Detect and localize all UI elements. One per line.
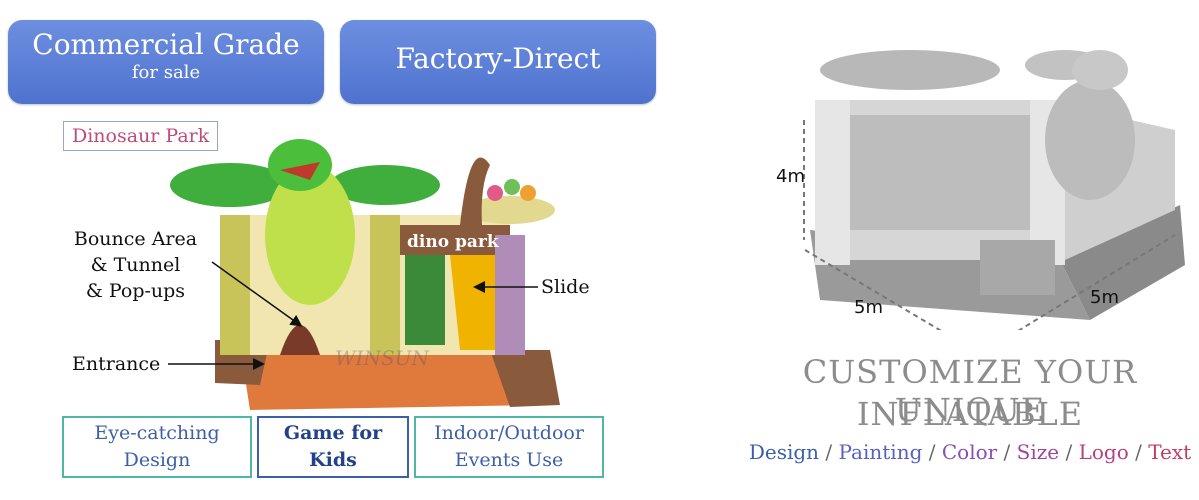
- option-separator: /: [922, 440, 942, 464]
- callout-line: & Pop-ups: [85, 280, 186, 302]
- option-color: Color: [941, 440, 998, 464]
- feature-line: Events Use: [454, 449, 564, 471]
- depth-dimension: 5m: [1090, 287, 1119, 308]
- badge-title: Commercial Grade: [32, 28, 300, 61]
- option-text: Text: [1148, 440, 1192, 464]
- watermark-logo: WINSUN: [335, 346, 431, 370]
- dinosaur-park-inflatable-image: dino park WINSUN: [170, 139, 560, 410]
- option-separator: /: [819, 440, 839, 464]
- product-label: Dinosaur Park: [63, 121, 219, 151]
- slide-callout: Slide: [541, 276, 590, 298]
- factory-direct-badge: Factory-Direct: [340, 20, 656, 104]
- callout-line: & Tunnel: [90, 254, 181, 276]
- dino-park-sign: dino park: [407, 232, 500, 252]
- option-logo: Logo: [1078, 440, 1129, 464]
- customization-options: Design / Painting / Color / Size / Logo …: [740, 440, 1199, 464]
- entrance-callout: Entrance: [72, 353, 161, 375]
- callout-arrows: [168, 261, 538, 370]
- feature-line: Kids: [309, 449, 357, 471]
- grayscale-inflatable-image: [803, 50, 1185, 330]
- customize-heading-line2: INFLATABLE: [856, 395, 1084, 433]
- feature-line: Indoor/Outdoor: [434, 422, 584, 444]
- option-separator: /: [1059, 440, 1079, 464]
- option-painting: Painting: [838, 440, 923, 464]
- callout-line: Bounce Area: [73, 228, 198, 250]
- width-dimension: 5m: [854, 297, 883, 318]
- option-separator: /: [1128, 440, 1149, 464]
- feature-line: Eye-catching: [94, 422, 220, 444]
- badge-title: Factory-Direct: [395, 42, 601, 75]
- option-size: Size: [1016, 440, 1060, 464]
- option-design: Design: [748, 440, 820, 464]
- commercial-grade-badge: Commercial Grade for sale: [8, 20, 324, 104]
- feature-line: Game for: [283, 422, 383, 444]
- feature-line: Design: [123, 449, 191, 471]
- bounce-area-callout: Bounce Area & Tunnel & Pop-ups: [68, 226, 203, 304]
- height-dimension: 4m: [776, 166, 805, 187]
- option-separator: /: [997, 440, 1017, 464]
- customize-heading-line1: CUSTOMIZE YOUR UNIQUE: [802, 353, 1138, 429]
- badge-subtitle: for sale: [131, 62, 201, 83]
